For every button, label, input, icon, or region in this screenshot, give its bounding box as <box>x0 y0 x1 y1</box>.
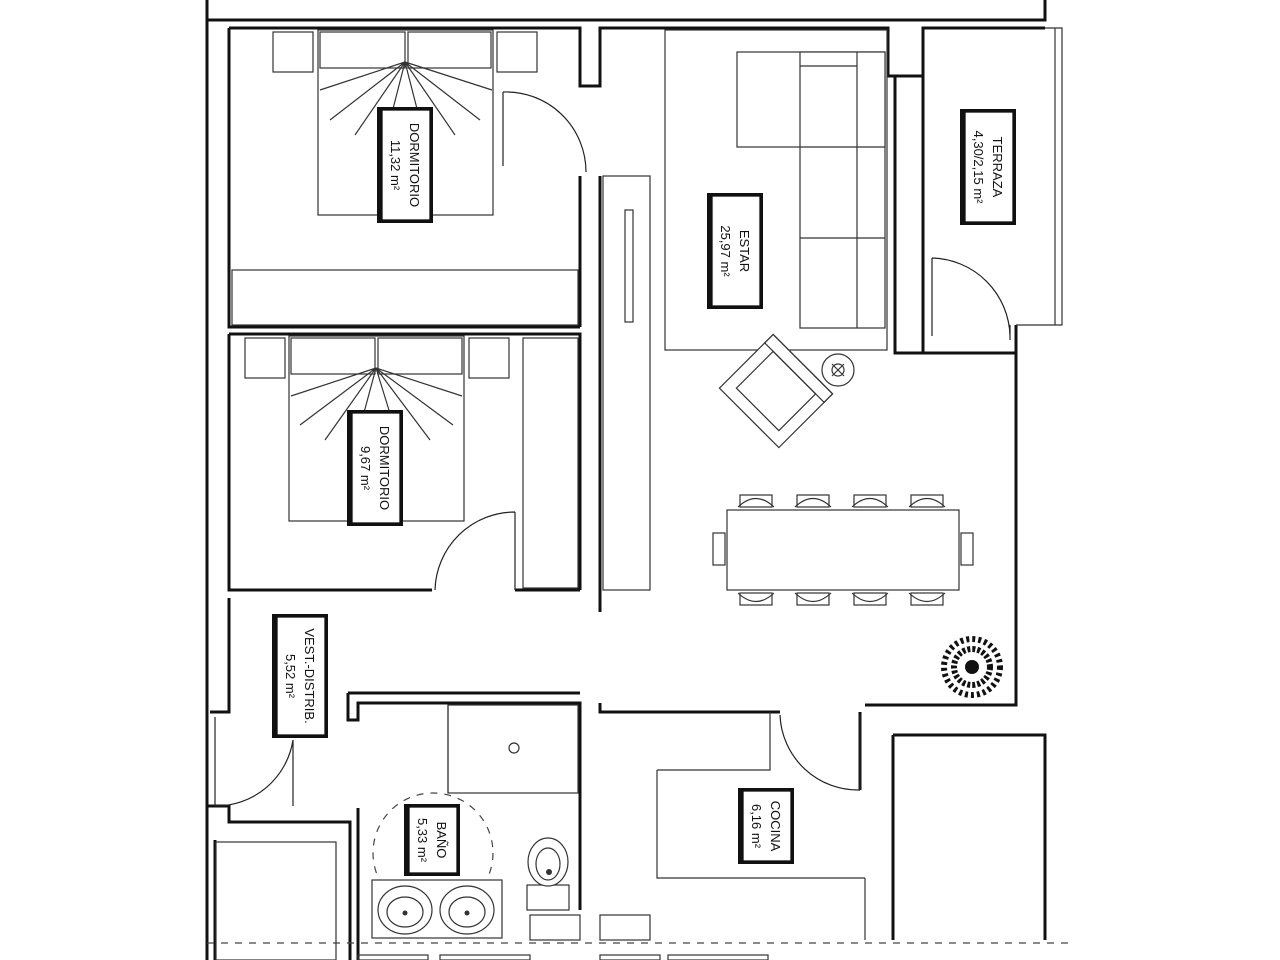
dining-table-icon <box>712 494 974 606</box>
room-area: 6,16 m² <box>749 804 764 849</box>
shelf <box>602 175 651 591</box>
room-label-bano: BAÑO 5,33 m² <box>404 804 460 876</box>
side-table <box>821 353 855 387</box>
sink-icon <box>371 879 503 939</box>
room-label-estar: ESTAR 25,97 m² <box>707 193 763 309</box>
sofa-icon <box>736 51 886 329</box>
room-area: 9,67 m² <box>358 446 373 491</box>
room-label-dormitorio1: DORMITORIO 11,32 m² <box>377 107 433 223</box>
room-name: DORMITORIO <box>407 123 422 207</box>
lower-stubs <box>215 841 769 960</box>
room-name: DORMITORIO <box>377 426 392 510</box>
room-area: 4,30/2,15 m² <box>971 131 986 205</box>
room-label-vestibulo: VEST.-DISTRIB. 5,52 m² <box>272 614 328 738</box>
room-name: BAÑO <box>434 822 449 859</box>
room-label-terraza: TERRAZA 4,30/2,15 m² <box>960 109 1016 225</box>
room-name: VEST.-DISTRIB. <box>302 628 317 723</box>
room-name: COCINA <box>768 801 783 852</box>
wardrobe <box>522 337 579 589</box>
room-area: 25,97 m² <box>718 225 733 277</box>
room-area: 11,32 m² <box>388 140 403 191</box>
wardrobe <box>231 269 579 326</box>
room-area: 5,52 m² <box>283 654 298 699</box>
room-label-cocina: COCINA 6,16 m² <box>738 788 794 864</box>
shower <box>447 704 579 794</box>
plant-icon <box>941 636 1003 698</box>
toilet-icon <box>526 837 570 911</box>
kitchen-counter <box>656 712 866 940</box>
turning-circle <box>372 792 494 914</box>
room-label-dormitorio2: DORMITORIO 9,67 m² <box>347 410 403 526</box>
room-name: TERRAZA <box>990 137 1005 198</box>
room-area: 5,33 m² <box>415 818 430 863</box>
doors <box>214 91 1011 807</box>
room-name: ESTAR <box>737 230 752 272</box>
armchair-icon <box>718 333 834 449</box>
